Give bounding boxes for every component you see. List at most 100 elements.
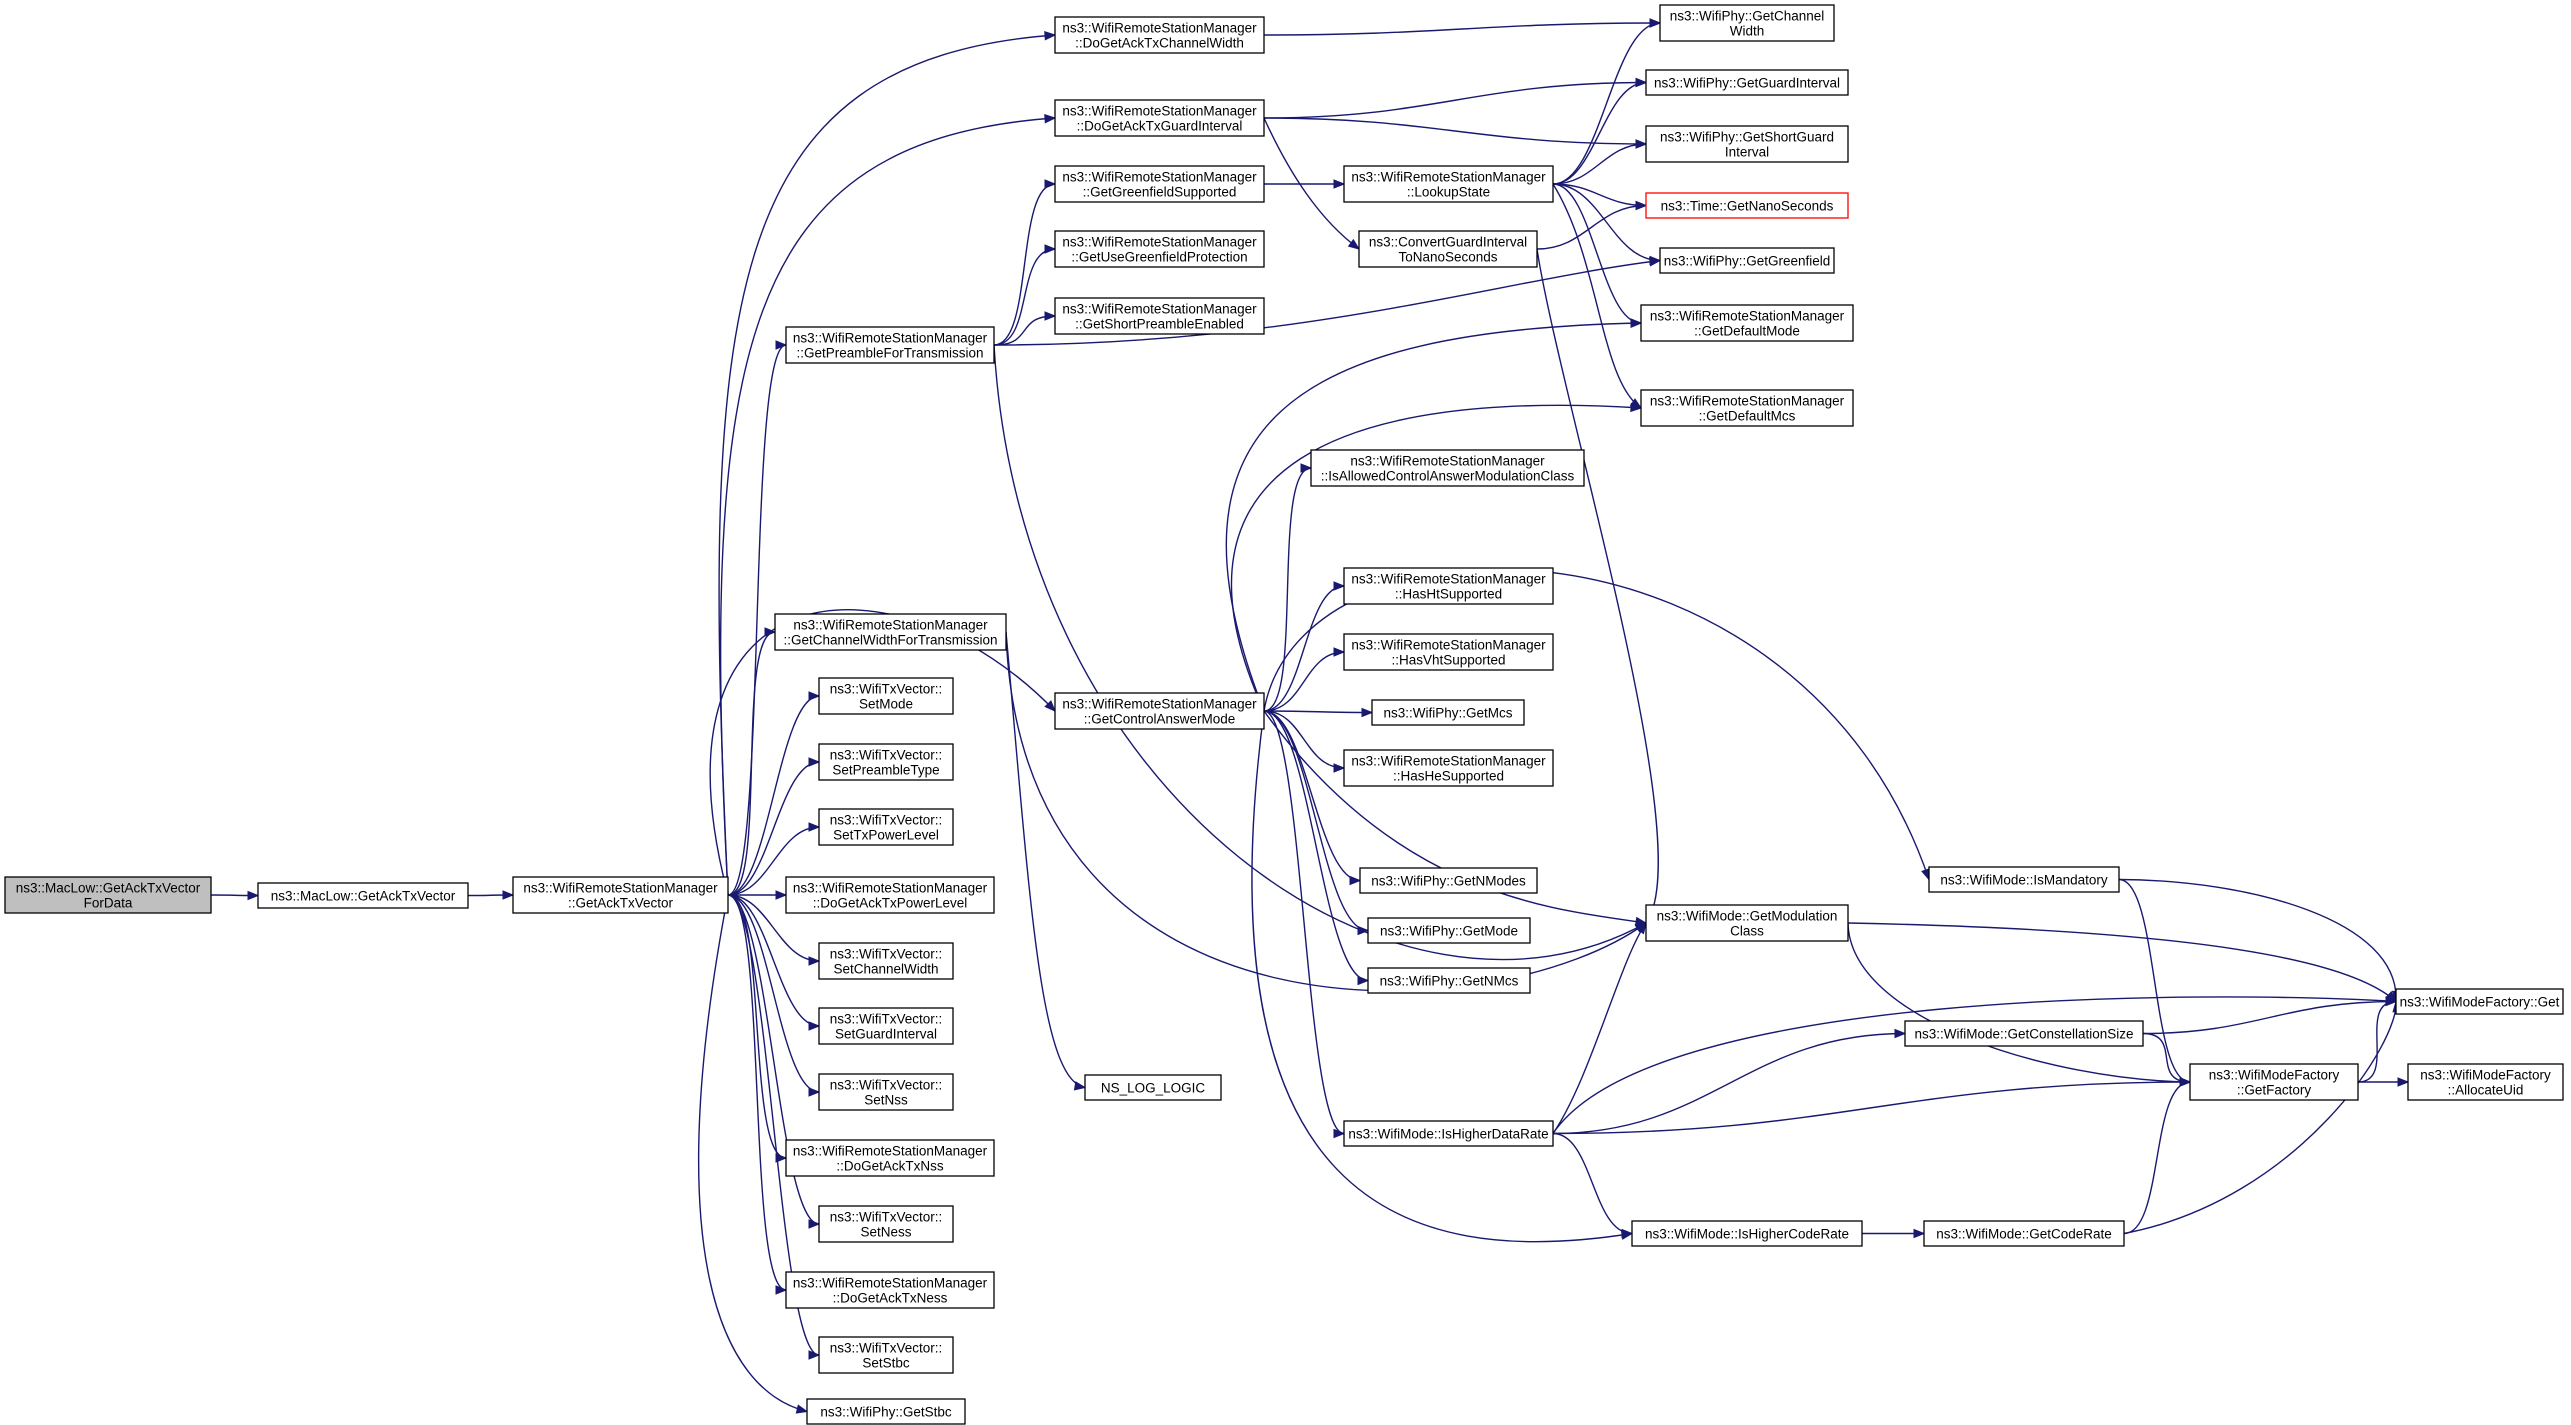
node-label-line: Class bbox=[1730, 924, 1764, 939]
edge-arrowhead bbox=[1349, 875, 1362, 886]
node-set-stbc[interactable]: ns3::WifiTxVector::SetStbc bbox=[818, 1336, 954, 1374]
node-set-nss[interactable]: ns3::WifiTxVector::SetNss bbox=[818, 1073, 954, 1111]
edge-getCodeRate-to-factoryGet bbox=[2123, 1001, 2397, 1235]
edge-arrowhead bbox=[1044, 31, 1057, 41]
node-factory-allocate-uid[interactable]: ns3::WifiModeFactory::AllocateUid bbox=[2407, 1063, 2564, 1101]
edge-getPreambleForTransmission-to-getModulationClass bbox=[993, 344, 1647, 961]
node-set-ness[interactable]: ns3::WifiTxVector::SetNess bbox=[818, 1205, 954, 1243]
node-label-line: ns3::WifiPhy::GetMode bbox=[1380, 924, 1518, 939]
node-box bbox=[1359, 867, 1538, 894]
node-factory-get-factory[interactable]: ns3::WifiModeFactory::GetFactory bbox=[2189, 1063, 2359, 1101]
node-label-line: ::DoGetAckTxChannelWidth bbox=[1075, 36, 1244, 51]
node-set-mode[interactable]: ns3::WifiTxVector::SetMode bbox=[818, 677, 954, 715]
node-phy-get-n-mcs[interactable]: ns3::WifiPhy::GetNMcs bbox=[1367, 967, 1531, 994]
edge-arrowhead bbox=[764, 627, 777, 637]
node-get-default-mcs[interactable]: ns3::WifiRemoteStationManager::GetDefaul… bbox=[1640, 389, 1854, 427]
edge-arrowhead bbox=[808, 1219, 821, 1229]
node-factory-get[interactable]: ns3::WifiModeFactory::Get bbox=[2395, 988, 2564, 1015]
node-box bbox=[818, 743, 954, 781]
node-phy-get-stbc[interactable]: ns3::WifiPhy::GetStbc bbox=[806, 1398, 966, 1425]
edge-getPreambleForTransmission-to-getGreenfieldSupported bbox=[993, 183, 1056, 346]
node-ns-log-logic[interactable]: NS_LOG_LOGIC bbox=[1084, 1074, 1222, 1101]
edge-arrowhead bbox=[1073, 1081, 1087, 1091]
node-do-get-ack-tx-power-level[interactable]: ns3::WifiRemoteStationManager::DoGetAckT… bbox=[785, 876, 995, 914]
node-do-get-ack-tx-nss[interactable]: ns3::WifiRemoteStationManager::DoGetAckT… bbox=[785, 1139, 995, 1177]
node-label-line: ::DoGetAckTxNess bbox=[833, 1291, 948, 1306]
edge-wrsmGetAckTxVector-to-setPreambleType bbox=[727, 761, 820, 896]
edge-lookupState-to-phyGetGreenfield bbox=[1552, 183, 1661, 262]
node-phy-get-mode[interactable]: ns3::WifiPhy::GetMode bbox=[1367, 917, 1531, 944]
node-do-get-ack-tx-guard-interval[interactable]: ns3::WifiRemoteStationManager::DoGetAckT… bbox=[1054, 99, 1265, 137]
node-get-use-greenfield-protection[interactable]: ns3::WifiRemoteStationManager::GetUseGre… bbox=[1054, 230, 1265, 268]
node-label-line: ::GetDefaultMode bbox=[1694, 324, 1800, 339]
node-box bbox=[1659, 247, 1835, 274]
node-has-he-supported[interactable]: ns3::WifiRemoteStationManager::HasHeSupp… bbox=[1343, 749, 1554, 787]
edge-getPreambleForTransmission-to-getUseGreenfieldProtection bbox=[993, 248, 1056, 346]
node-get-channel-width-for-transmission[interactable]: ns3::WifiRemoteStationManager::GetChanne… bbox=[774, 613, 1007, 651]
node-label-line: ns3::MacLow::GetAckTxVector bbox=[271, 889, 456, 904]
edge-arrowhead bbox=[1044, 700, 1056, 712]
node-wrsm-get-ack-tx-vector[interactable]: ns3::WifiRemoteStationManager::GetAckTxV… bbox=[512, 876, 729, 914]
node-get-constellation-size[interactable]: ns3::WifiMode::GetConstellationSize bbox=[1904, 1020, 2144, 1047]
edge-wrsmGetAckTxVector-to-setMode bbox=[727, 695, 820, 896]
node-label-line: ns3::WifiTxVector:: bbox=[830, 1078, 943, 1093]
node-label-line: ns3::WifiMode::GetModulation bbox=[1657, 909, 1838, 924]
node-set-channel-width[interactable]: ns3::WifiTxVector::SetChannelWidth bbox=[818, 942, 954, 980]
node-phy-get-mcs[interactable]: ns3::WifiPhy::GetMcs bbox=[1371, 699, 1525, 726]
edge-arrowhead bbox=[1630, 402, 1643, 413]
node-label-line: SetChannelWidth bbox=[833, 962, 938, 977]
node-box bbox=[1367, 967, 1531, 994]
node-label-line: ns3::WifiRemoteStationManager bbox=[793, 1276, 988, 1291]
node-get-preamble-for-transmission[interactable]: ns3::WifiRemoteStationManager::GetPreamb… bbox=[785, 326, 995, 364]
node-set-tx-power-level[interactable]: ns3::WifiTxVector::SetTxPowerLevel bbox=[818, 808, 954, 846]
node-label-line: ns3::WifiPhy::GetNModes bbox=[1371, 874, 1526, 889]
node-label-line: ::AllocateUid bbox=[2448, 1083, 2524, 1098]
node-get-code-rate[interactable]: ns3::WifiMode::GetCodeRate bbox=[1923, 1220, 2125, 1247]
edge-isMandatory-to-factoryGet bbox=[2118, 878, 2397, 1002]
node-is-allowed-control-answer[interactable]: ns3::WifiRemoteStationManager::IsAllowed… bbox=[1310, 449, 1585, 487]
node-get-short-preamble-enabled[interactable]: ns3::WifiRemoteStationManager::GetShortP… bbox=[1054, 297, 1265, 335]
node-set-guard-interval[interactable]: ns3::WifiTxVector::SetGuardInterval bbox=[818, 1007, 954, 1045]
node-get-control-answer-mode[interactable]: ns3::WifiRemoteStationManager::GetContro… bbox=[1054, 692, 1265, 730]
node-phy-get-guard-interval[interactable]: ns3::WifiPhy::GetGuardInterval bbox=[1645, 69, 1849, 96]
edge-getControlAnswerMode-to-hasHeSupported bbox=[1263, 710, 1345, 769]
node-get-default-mode[interactable]: ns3::WifiRemoteStationManager::GetDefaul… bbox=[1640, 304, 1854, 342]
node-has-vht-supported[interactable]: ns3::WifiRemoteStationManager::HasVhtSup… bbox=[1343, 633, 1554, 671]
node-label-line: ns3::WifiRemoteStationManager bbox=[793, 1144, 988, 1159]
node-box bbox=[785, 1271, 995, 1309]
edge-getControlAnswerMode-to-phyGetNMcs bbox=[1263, 710, 1369, 982]
node-phy-get-channel-width[interactable]: ns3::WifiPhy::GetChannelWidth bbox=[1659, 4, 1835, 42]
node-phy-get-greenfield[interactable]: ns3::WifiPhy::GetGreenfield bbox=[1659, 247, 1835, 274]
node-set-preamble-type[interactable]: ns3::WifiTxVector::SetPreambleType bbox=[818, 743, 954, 781]
node-get-greenfield-supported[interactable]: ns3::WifiRemoteStationManager::GetGreenf… bbox=[1054, 165, 1265, 203]
node-do-get-ack-tx-channel-width[interactable]: ns3::WifiRemoteStationManager::DoGetAckT… bbox=[1054, 16, 1265, 54]
edge-arrowhead bbox=[1635, 139, 1648, 149]
edge-doGetAckTxGuardInterval-to-phyGetShortGuardInterval bbox=[1263, 117, 1647, 145]
node-label-line: ns3::WifiRemoteStationManager bbox=[793, 331, 988, 346]
node-box bbox=[1343, 567, 1554, 605]
node-has-ht-supported[interactable]: ns3::WifiRemoteStationManager::HasHtSupp… bbox=[1343, 567, 1554, 605]
node-label-line: ns3::WifiTxVector:: bbox=[830, 1210, 943, 1225]
node-is-higher-code-rate[interactable]: ns3::WifiMode::IsHigherCodeRate bbox=[1631, 1220, 1863, 1247]
edge-arrowhead bbox=[1635, 200, 1648, 211]
edge-arrowhead bbox=[1357, 925, 1370, 936]
node-time-get-nano-seconds[interactable]: ns3::Time::GetNanoSeconds bbox=[1645, 192, 1849, 219]
edge-doGetAckTxChannelWidth-to-phyGetChannelWidth bbox=[1263, 22, 1661, 36]
node-box bbox=[1367, 917, 1531, 944]
node-mac-get-ack-tx-vector[interactable]: ns3::MacLow::GetAckTxVector bbox=[257, 882, 469, 909]
node-label-line: ns3::WifiRemoteStationManager bbox=[523, 881, 718, 896]
node-phy-get-n-modes[interactable]: ns3::WifiPhy::GetNModes bbox=[1359, 867, 1538, 894]
edge-arrowhead bbox=[1333, 581, 1346, 591]
node-do-get-ack-tx-ness[interactable]: ns3::WifiRemoteStationManager::DoGetAckT… bbox=[785, 1271, 995, 1309]
node-is-mandatory[interactable]: ns3::WifiMode::IsMandatory bbox=[1928, 866, 2120, 893]
node-label-line: NS_LOG_LOGIC bbox=[1101, 1081, 1206, 1096]
node-lookup-state[interactable]: ns3::WifiRemoteStationManager::LookupSta… bbox=[1343, 165, 1554, 203]
node-label-line: ::DoGetAckTxPowerLevel bbox=[813, 896, 968, 911]
edge-arrowhead bbox=[2397, 1077, 2410, 1087]
node-is-higher-data-rate[interactable]: ns3::WifiMode::IsHigherDataRate bbox=[1343, 1120, 1554, 1147]
edge-arrowhead bbox=[1630, 318, 1643, 328]
